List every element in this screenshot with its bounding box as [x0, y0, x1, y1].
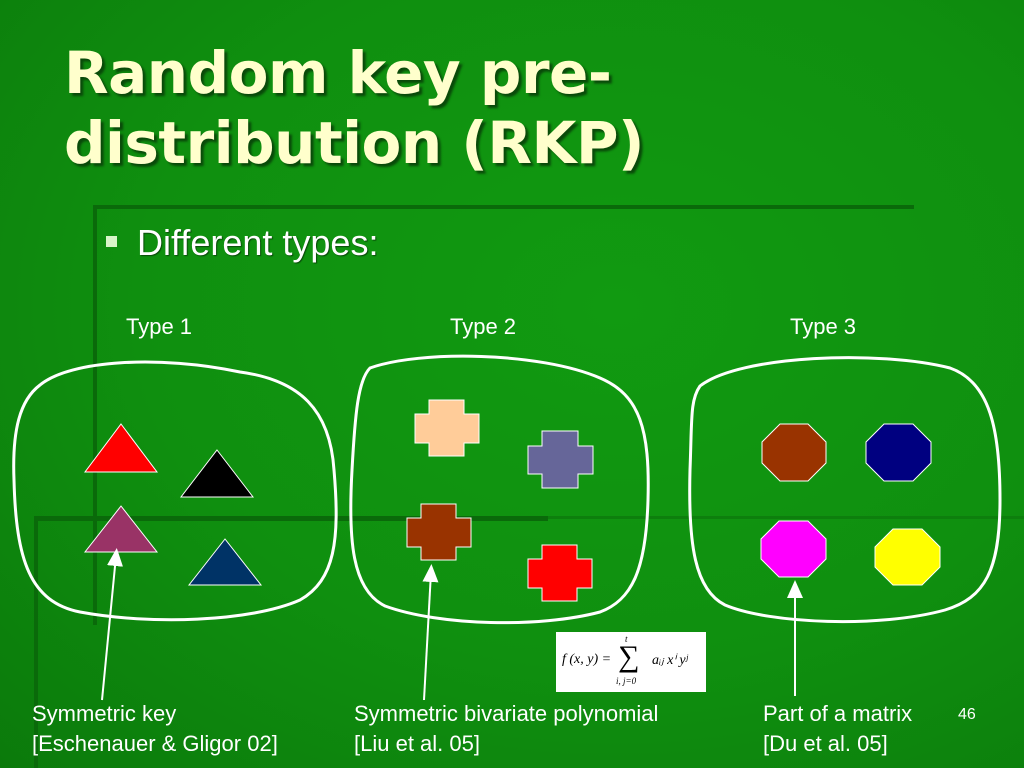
- type-2-caption: Symmetric bivariate polynomial [Liu et a…: [354, 699, 658, 759]
- triangle-key-red: [84, 423, 158, 473]
- bullet-square-icon: [106, 236, 117, 247]
- cross-key-red: [527, 544, 593, 602]
- formula-lhs: f (x, y) =: [562, 652, 612, 667]
- octagon-key-brown: [761, 423, 827, 482]
- type-3-label: Type 3: [790, 314, 857, 339]
- type-3-caption-line-2: [Du et al. 05]: [763, 731, 888, 756]
- cross-key-slate: [527, 430, 594, 489]
- type-1-caption-line-2: [Eschenauer & Gligor 02]: [32, 731, 278, 756]
- type-3-key-pool-outline: [688, 356, 1002, 624]
- cross-key-peach: [414, 399, 480, 457]
- type-3-caption: Part of a matrix [Du et al. 05]: [763, 699, 912, 759]
- page-number: 46: [958, 706, 976, 723]
- bullet-text: Different types:: [137, 222, 379, 263]
- type-2-label: Type 2: [450, 314, 517, 339]
- type-3-caption-line-1: Part of a matrix: [763, 701, 913, 726]
- cross-key-brown: [406, 503, 472, 561]
- type-1-caption: Symmetric key [Eschenauer & Gligor 02]: [32, 699, 278, 759]
- slide-title-line-2: distribution (RKP): [64, 109, 645, 177]
- triangle-key-black: [179, 449, 255, 498]
- type-1-pointer-arrow: [101, 548, 123, 701]
- slide-title: Random key pre- distribution (RKP): [64, 38, 964, 178]
- type-1-label: Type 1: [126, 314, 193, 339]
- bullet-item: Different types:: [106, 222, 378, 264]
- octagon-key-magenta: [760, 520, 827, 578]
- formula-sum-lower: i, j=0: [616, 676, 637, 686]
- type-2-caption-line-1: Symmetric bivariate polynomial: [354, 701, 659, 726]
- polynomial-formula: f (x, y) = t ∑ i, j=0 aᵢⱼ xⁱ yʲ: [556, 632, 706, 692]
- octagon-key-yellow: [874, 528, 941, 586]
- type-1-caption-line-1: Symmetric key: [32, 701, 177, 726]
- formula-sum-upper: t: [625, 634, 628, 644]
- type-1-key-pool-outline: [12, 360, 338, 622]
- triangle-key-navy: [187, 538, 263, 586]
- slide-title-line-1: Random key pre-: [64, 39, 612, 107]
- type-2-key-pool-outline: [349, 354, 650, 625]
- formula-rhs: aᵢⱼ xⁱ yʲ: [652, 653, 688, 668]
- octagon-key-navy: [865, 423, 932, 482]
- summation-icon: ∑: [618, 640, 640, 673]
- triangle-key-purple: [83, 505, 159, 553]
- type-2-pointer-arrow: [422, 564, 439, 701]
- type-2-caption-line-2: [Liu et al. 05]: [354, 731, 480, 756]
